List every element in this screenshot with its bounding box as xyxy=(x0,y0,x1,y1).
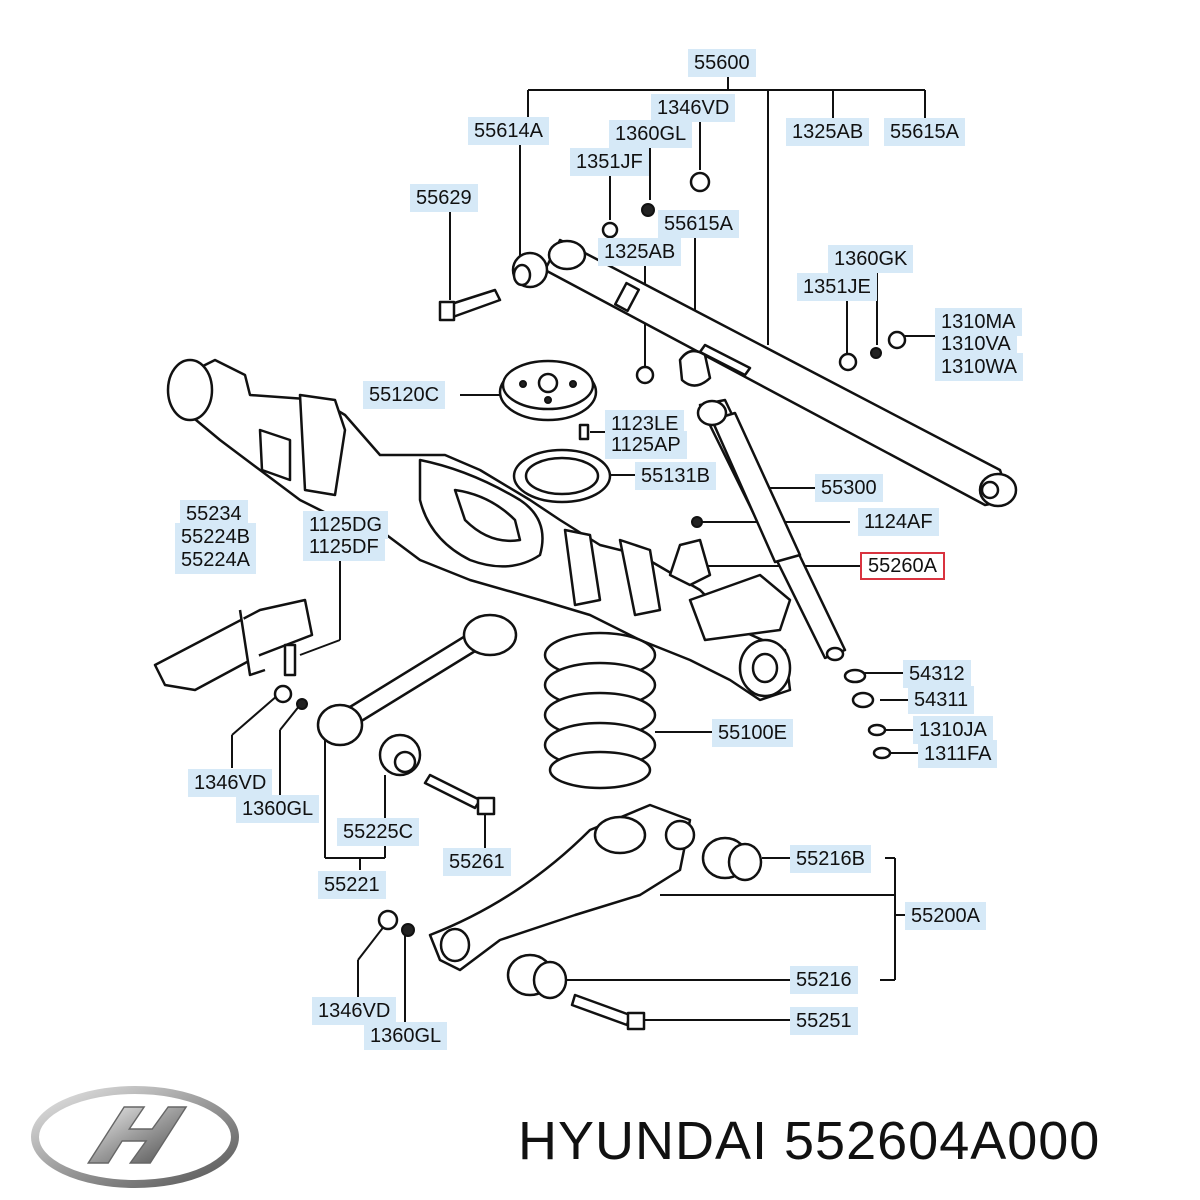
small-hardware-bottom xyxy=(377,909,415,937)
label-1360GL-top: 1360GL xyxy=(609,120,693,148)
shock-absorber-55300 xyxy=(696,398,847,662)
label-55221: 55221 xyxy=(318,871,386,899)
label-55260A: 55260A xyxy=(860,552,945,580)
label-1124AF: 1124AF xyxy=(858,508,939,536)
label-1125DF: 1125DF xyxy=(303,533,385,561)
label-55615A-top: 55615A xyxy=(884,118,965,146)
label-55120C: 55120C xyxy=(363,381,446,409)
label-1311FA: 1311FA xyxy=(918,740,998,768)
label-55216: 55216 xyxy=(790,966,858,994)
label-1351JE: 1351JE xyxy=(797,273,877,301)
spring-seat-55120C xyxy=(498,359,598,422)
brand-part-number: HYUNDAI 552604A000 xyxy=(518,1111,1101,1171)
label-55251: 55251 xyxy=(790,1007,858,1035)
lower-control-arm-55200A xyxy=(428,803,696,972)
label-55615A-mid: 55615A xyxy=(658,210,739,238)
bolt-55261 xyxy=(423,773,496,816)
lateral-rod-55221 xyxy=(316,613,518,747)
label-1125AP: 1125AP xyxy=(605,431,687,459)
bolt-1125DG xyxy=(273,643,308,710)
label-55200A: 55200A xyxy=(905,902,986,930)
bushing-55614A xyxy=(511,251,549,289)
label-55600: 55600 xyxy=(688,49,756,77)
hyundai-logo-icon xyxy=(31,1086,239,1188)
coil-spring-55100E xyxy=(543,631,657,790)
label-55300: 55300 xyxy=(815,474,883,502)
bolt-55629 xyxy=(438,288,502,322)
label-55100E: 55100E xyxy=(712,719,793,747)
label-1360GL-left: 1360GL xyxy=(236,795,320,823)
upper-control-arm xyxy=(543,238,1018,508)
bushing-55225C xyxy=(378,733,422,777)
label-54312: 54312 xyxy=(903,660,971,688)
label-1310JA: 1310JA xyxy=(913,716,993,744)
small-hardware-right xyxy=(843,668,892,760)
spring-pad-55131B xyxy=(512,448,612,504)
label-55225C: 55225C xyxy=(337,818,420,846)
label-55224A: 55224A xyxy=(175,546,256,574)
label-55131B: 55131B xyxy=(635,462,716,490)
label-1346VD-left: 1346VD xyxy=(188,769,273,797)
label-55261: 55261 xyxy=(443,848,511,876)
label-1360GK: 1360GK xyxy=(828,245,914,273)
label-55614A: 55614A xyxy=(468,117,549,145)
bushing-55216B xyxy=(701,836,763,882)
label-1351JF: 1351JF xyxy=(570,148,649,176)
label-1325AB-mid: 1325AB xyxy=(598,238,682,266)
label-55216B: 55216B xyxy=(790,845,871,873)
bushing-55216 xyxy=(506,953,568,1000)
bolt-55251 xyxy=(570,993,646,1031)
label-1346VD-bottom: 1346VD xyxy=(312,997,397,1025)
label-1360GL-bottom: 1360GL xyxy=(364,1022,448,1050)
small-hardware-top xyxy=(601,171,907,387)
label-1325AB-top: 1325AB xyxy=(786,118,870,146)
label-55629: 55629 xyxy=(410,184,478,212)
axle-housing xyxy=(166,358,792,702)
label-1346VD-top: 1346VD xyxy=(651,94,736,122)
label-54311: 54311 xyxy=(908,686,975,714)
bolt-1123LE xyxy=(578,423,590,441)
bump-stopper-55260A xyxy=(668,516,712,587)
label-1310WA: 1310WA xyxy=(935,353,1023,381)
